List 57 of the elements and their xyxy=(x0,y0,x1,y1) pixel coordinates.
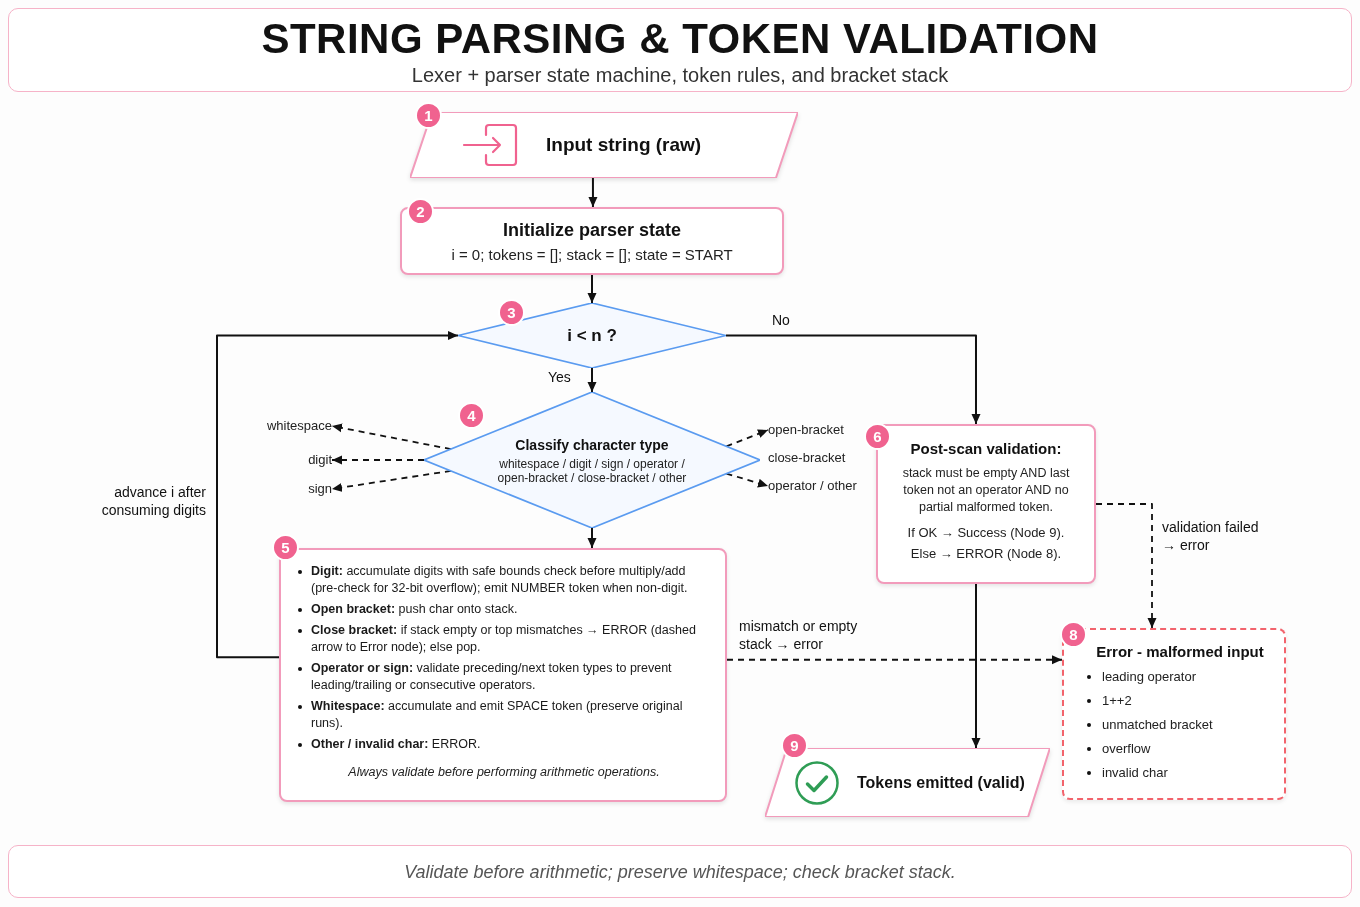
step-number: 3 xyxy=(498,299,525,326)
error-item: 1++2 xyxy=(1084,689,1276,713)
arrow xyxy=(725,334,981,425)
step-title: Initialize parser state xyxy=(502,218,682,242)
rule-item: Open bracket: push char onto stack. xyxy=(295,601,713,618)
decision-text: whitespace / digit / sign / operator / open-bracket / close-bracket / other xyxy=(496,456,688,485)
dashed-arrow xyxy=(331,470,452,492)
decision-diamond xyxy=(424,392,760,528)
decision-title: Classify character type xyxy=(515,435,669,454)
step-text: stack must be empty AND last token not an operator AND no partial malformed token. xyxy=(901,465,1071,516)
step-number: 1 xyxy=(415,102,442,129)
error-item: unmatched bracket xyxy=(1084,713,1276,737)
subtitle: Lexer + parser state machine, token rules, and bracket stack xyxy=(411,63,949,88)
arrow xyxy=(587,367,597,393)
decision-title: i < n ? xyxy=(567,324,617,347)
rule-item: Other / invalid char: ERROR. xyxy=(295,736,713,753)
error-title: Error - malformed input xyxy=(1095,642,1265,662)
dashed-arrow xyxy=(331,455,425,465)
decision-diamond xyxy=(458,303,726,368)
dashed-arrow xyxy=(1095,503,1157,629)
branch-label: digit xyxy=(308,451,332,469)
branch-label: open-bracket xyxy=(768,421,844,439)
step-text: i = 0; tokens = []; stack = []; state = START xyxy=(451,244,733,265)
arrow xyxy=(971,583,981,749)
step-number: 6 xyxy=(864,423,891,450)
branch-label: sign xyxy=(308,480,332,498)
step-text: Else → ERROR (Node 8). xyxy=(910,545,1062,563)
step-number: 9 xyxy=(781,732,808,759)
dashed-arrow xyxy=(331,423,452,450)
step-title: Tokens emitted (valid) xyxy=(857,772,1025,793)
note-text: Always validate before performing arithmetic operations. xyxy=(347,764,661,781)
step-number: 5 xyxy=(272,534,299,561)
step-text: If OK → Success (Node 9). xyxy=(907,524,1065,542)
rule-item: Close bracket: if stack empty or top mismatches → ERROR (dashed arrow to Error node); else pop. xyxy=(295,622,713,656)
arrow xyxy=(587,527,597,549)
branch-label: whitespace xyxy=(266,417,332,435)
step-title: Input string (raw) xyxy=(546,133,702,157)
dashed-arrow xyxy=(726,655,1063,665)
caption-text: Validate before arithmetic; preserve whitespace; check bracket stack. xyxy=(404,860,956,884)
rule-item: Whitespace: accumulate and emit SPACE token (preserve original runs). xyxy=(295,698,713,732)
rule-item: Digit: accumulate digits with safe bounds check before multiply/add (pre-check for 32-bit overflow); emit NUMBER token when non-digit. xyxy=(295,563,713,597)
arrow xyxy=(587,274,597,304)
dashed-arrow xyxy=(725,472,769,488)
error-item: leading operator xyxy=(1084,665,1276,689)
step-number: 2 xyxy=(407,198,434,225)
title: STRING PARSING & TOKEN VALIDATION xyxy=(261,16,1099,62)
branch-label: close-bracket xyxy=(768,449,846,467)
step-number: 4 xyxy=(458,402,485,429)
branch-label: operator / other xyxy=(768,477,857,495)
arrow xyxy=(588,177,598,208)
error-item: overflow xyxy=(1084,737,1276,761)
error-item: invalid char xyxy=(1084,761,1276,785)
arrow xyxy=(216,331,459,659)
step-title: Post-scan validation: xyxy=(910,439,1062,459)
step-number: 8 xyxy=(1060,621,1087,648)
rule-item: Operator or sign: validate preceding/next token types to prevent leading/trailing or consecutive operators. xyxy=(295,660,713,694)
dashed-arrow xyxy=(725,429,769,448)
